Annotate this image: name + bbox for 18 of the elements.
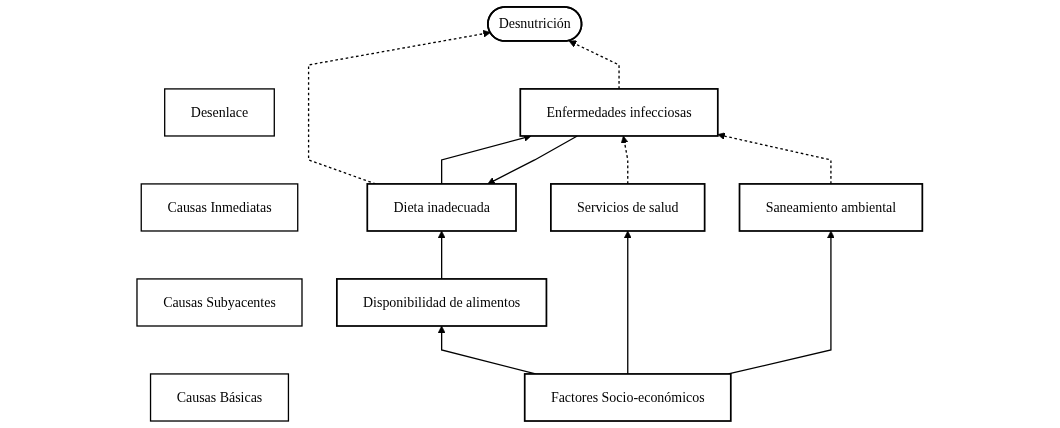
node-box: Dieta inadecuada (366, 183, 518, 232)
arrow (441, 134, 532, 185)
node-box: Causas Básicas (150, 373, 290, 422)
arrow (487, 135, 579, 185)
arrow (308, 29, 492, 185)
arrow (717, 132, 832, 185)
arrow (621, 135, 629, 185)
node-box: Enfermedades infecciosas (519, 88, 719, 137)
node-box: Saneamiento ambiental (739, 183, 924, 232)
arrow (624, 230, 632, 375)
node-box: Factores Socio-económicos (524, 373, 732, 422)
arrow (569, 40, 621, 90)
arrow (438, 230, 446, 280)
node-box: Causas Subyacentes (136, 278, 303, 327)
node-box: Desenlace (164, 88, 276, 137)
node-box: Disponibilidad de alimentos (336, 278, 548, 327)
node-box: Servicios de salud (550, 183, 706, 232)
node-box: Causas Inmediatas (140, 183, 299, 232)
